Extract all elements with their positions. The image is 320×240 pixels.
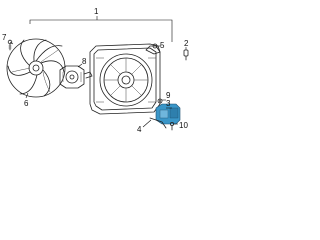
callout-1: 1 [94,7,99,16]
callout-4: 4 [137,125,142,134]
fan-blade [6,38,66,98]
fan-shroud [89,43,161,115]
callout-10: 10 [179,121,188,130]
clip-2 [183,49,189,61]
bolt-9 [157,98,163,104]
callout-labels: 1 2 3 4 5 6 7 8 9 10 [2,7,189,134]
callout-9: 9 [166,91,171,100]
callout-8: 8 [82,57,87,66]
harness-4 [149,117,167,129]
callout-7: 7 [2,33,7,42]
callout-3: 3 [166,99,171,108]
fan-assembly-diagram: 1 2 3 4 5 6 7 8 9 10 [2,7,189,134]
screw-10 [169,122,174,131]
control-module [155,103,181,125]
leader-lines [9,41,187,128]
callout-5: 5 [160,41,165,50]
screw-7 [7,39,13,51]
callout-6: 6 [24,99,29,108]
assembly-bracket [29,16,173,42]
fan-motor [59,65,93,89]
callout-2: 2 [184,39,189,48]
